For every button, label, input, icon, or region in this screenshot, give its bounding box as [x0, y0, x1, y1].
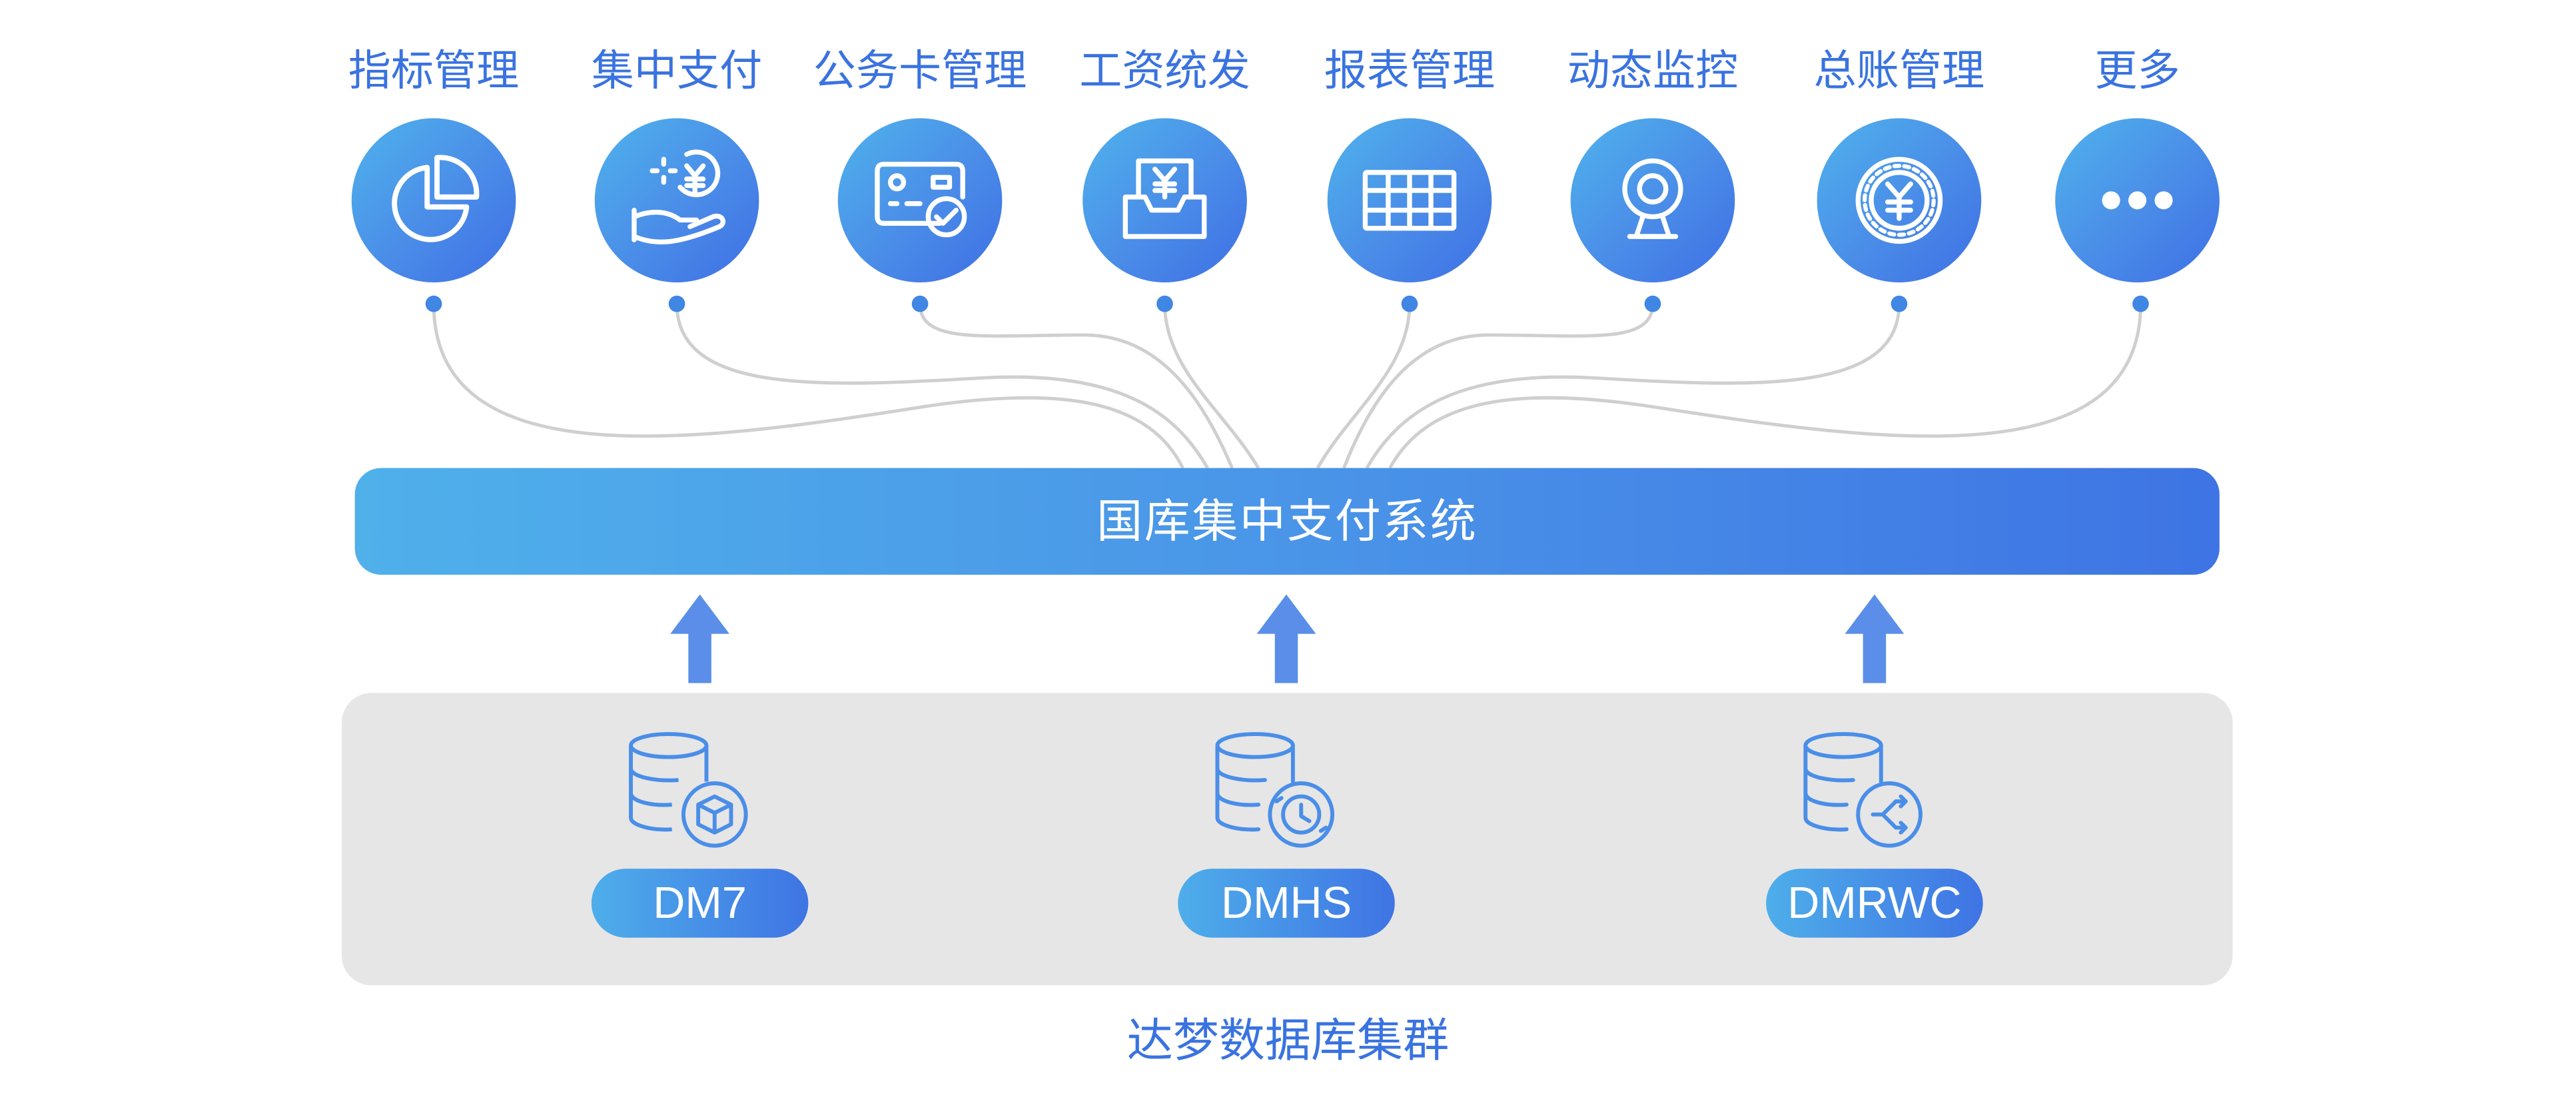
- pie-chart-icon: [392, 155, 480, 242]
- yen-hand-icon: [632, 149, 725, 244]
- more-dots-icon: [2102, 191, 2173, 210]
- connector-dot: [1156, 295, 1173, 312]
- connector-dot: [1401, 295, 1418, 312]
- system-title: 国库集中支付系统: [1096, 494, 1478, 549]
- yen-tray-icon: [1122, 158, 1207, 239]
- table-grid-icon: [1362, 170, 1457, 231]
- up-arrow-icon: [1256, 594, 1316, 683]
- module-label: 集中支付: [591, 47, 763, 97]
- database-share-icon: [1803, 732, 1923, 848]
- module-icon-circle[interactable]: [594, 118, 759, 283]
- webcam-icon: [1622, 158, 1683, 239]
- module-label: 更多: [2094, 47, 2180, 97]
- db-label-pill: DM7: [591, 869, 809, 938]
- connector-dot: [668, 295, 685, 312]
- database-clock-icon: [1215, 732, 1335, 848]
- card-check-icon: [875, 161, 967, 238]
- up-arrow-icon: [670, 594, 729, 683]
- module-label: 公务卡管理: [813, 47, 1027, 97]
- module-label: 工资统发: [1079, 47, 1250, 97]
- connector-dot: [2132, 295, 2149, 312]
- payment-system-bar: 国库集中支付系统: [354, 468, 2220, 575]
- module-icon-circle[interactable]: [351, 118, 516, 283]
- module-icon-circle[interactable]: [1570, 118, 1735, 283]
- module-icon-circle[interactable]: [2055, 118, 2220, 283]
- module-icon-circle[interactable]: [837, 118, 1003, 283]
- module-icon-circle[interactable]: [1817, 118, 1982, 283]
- database-cube-icon: [629, 732, 748, 848]
- module-icon-circle[interactable]: [1082, 118, 1247, 283]
- yen-coin-icon: [1855, 157, 1943, 244]
- db-label-pill: DMRWC: [1766, 869, 1983, 938]
- module-label: 报表管理: [1324, 47, 1496, 97]
- up-arrow-icon: [1845, 594, 1905, 683]
- connector-dot: [1891, 295, 1908, 312]
- module-label: 总账管理: [1813, 47, 1985, 97]
- module-label: 指标管理: [348, 47, 520, 97]
- cluster-caption: 达梦数据库集群: [1126, 1013, 1450, 1068]
- module-label: 动态监控: [1567, 47, 1739, 97]
- connector-dot: [425, 295, 442, 312]
- db-label-pill: DMHS: [1178, 869, 1395, 938]
- connector-dot: [1644, 295, 1661, 312]
- module-icon-circle[interactable]: [1327, 118, 1492, 283]
- connector-dot: [911, 295, 929, 312]
